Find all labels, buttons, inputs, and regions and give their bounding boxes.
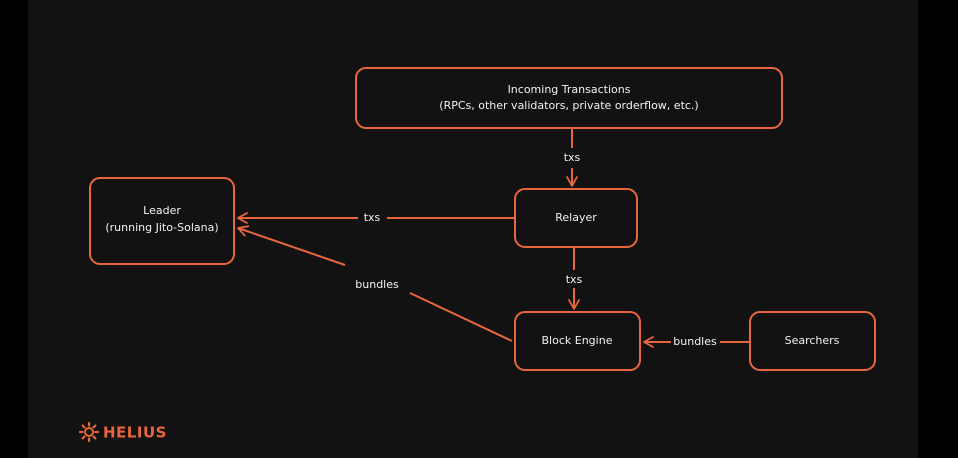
edge-label-block-engine-to-leader: bundles [355,278,399,291]
leader-title: Leader [143,204,181,217]
edge-label-relayer-to-leader: txs [364,211,381,224]
block-engine-label: Block Engine [542,334,613,347]
node-relayer: Relayer [514,188,638,248]
node-searchers: Searchers [749,311,876,371]
brand-name: HELIUS [103,424,167,442]
edge-incoming-to-relayer: txs [564,129,581,187]
node-incoming-transactions: Incoming Transactions (RPCs, other valid… [355,67,783,129]
incoming-subtitle: (RPCs, other validators, private orderfl… [439,99,698,112]
helius-sun-icon [78,421,100,443]
edge-relayer-to-block-engine: txs [566,248,583,310]
relayer-label: Relayer [555,211,597,224]
incoming-title: Incoming Transactions [508,83,631,96]
edge-block-engine-to-leader: bundles [237,225,513,342]
edge-label-relayer-to-block-engine: txs [566,273,583,286]
edge-label-searchers-to-block-engine: bundles [673,335,717,348]
edge-label-incoming-to-relayer: txs [564,151,581,164]
node-leader: Leader (running Jito-Solana) [89,177,235,265]
diagram-canvas [28,0,918,458]
node-block-engine: Block Engine [514,311,641,371]
leader-subtitle: (running Jito-Solana) [105,221,218,234]
brand-logo: HELIUS [78,421,167,443]
edge-searchers-to-block-engine: bundles [643,335,749,348]
edge-relayer-to-leader: txs [237,211,514,224]
searchers-label: Searchers [785,334,840,347]
